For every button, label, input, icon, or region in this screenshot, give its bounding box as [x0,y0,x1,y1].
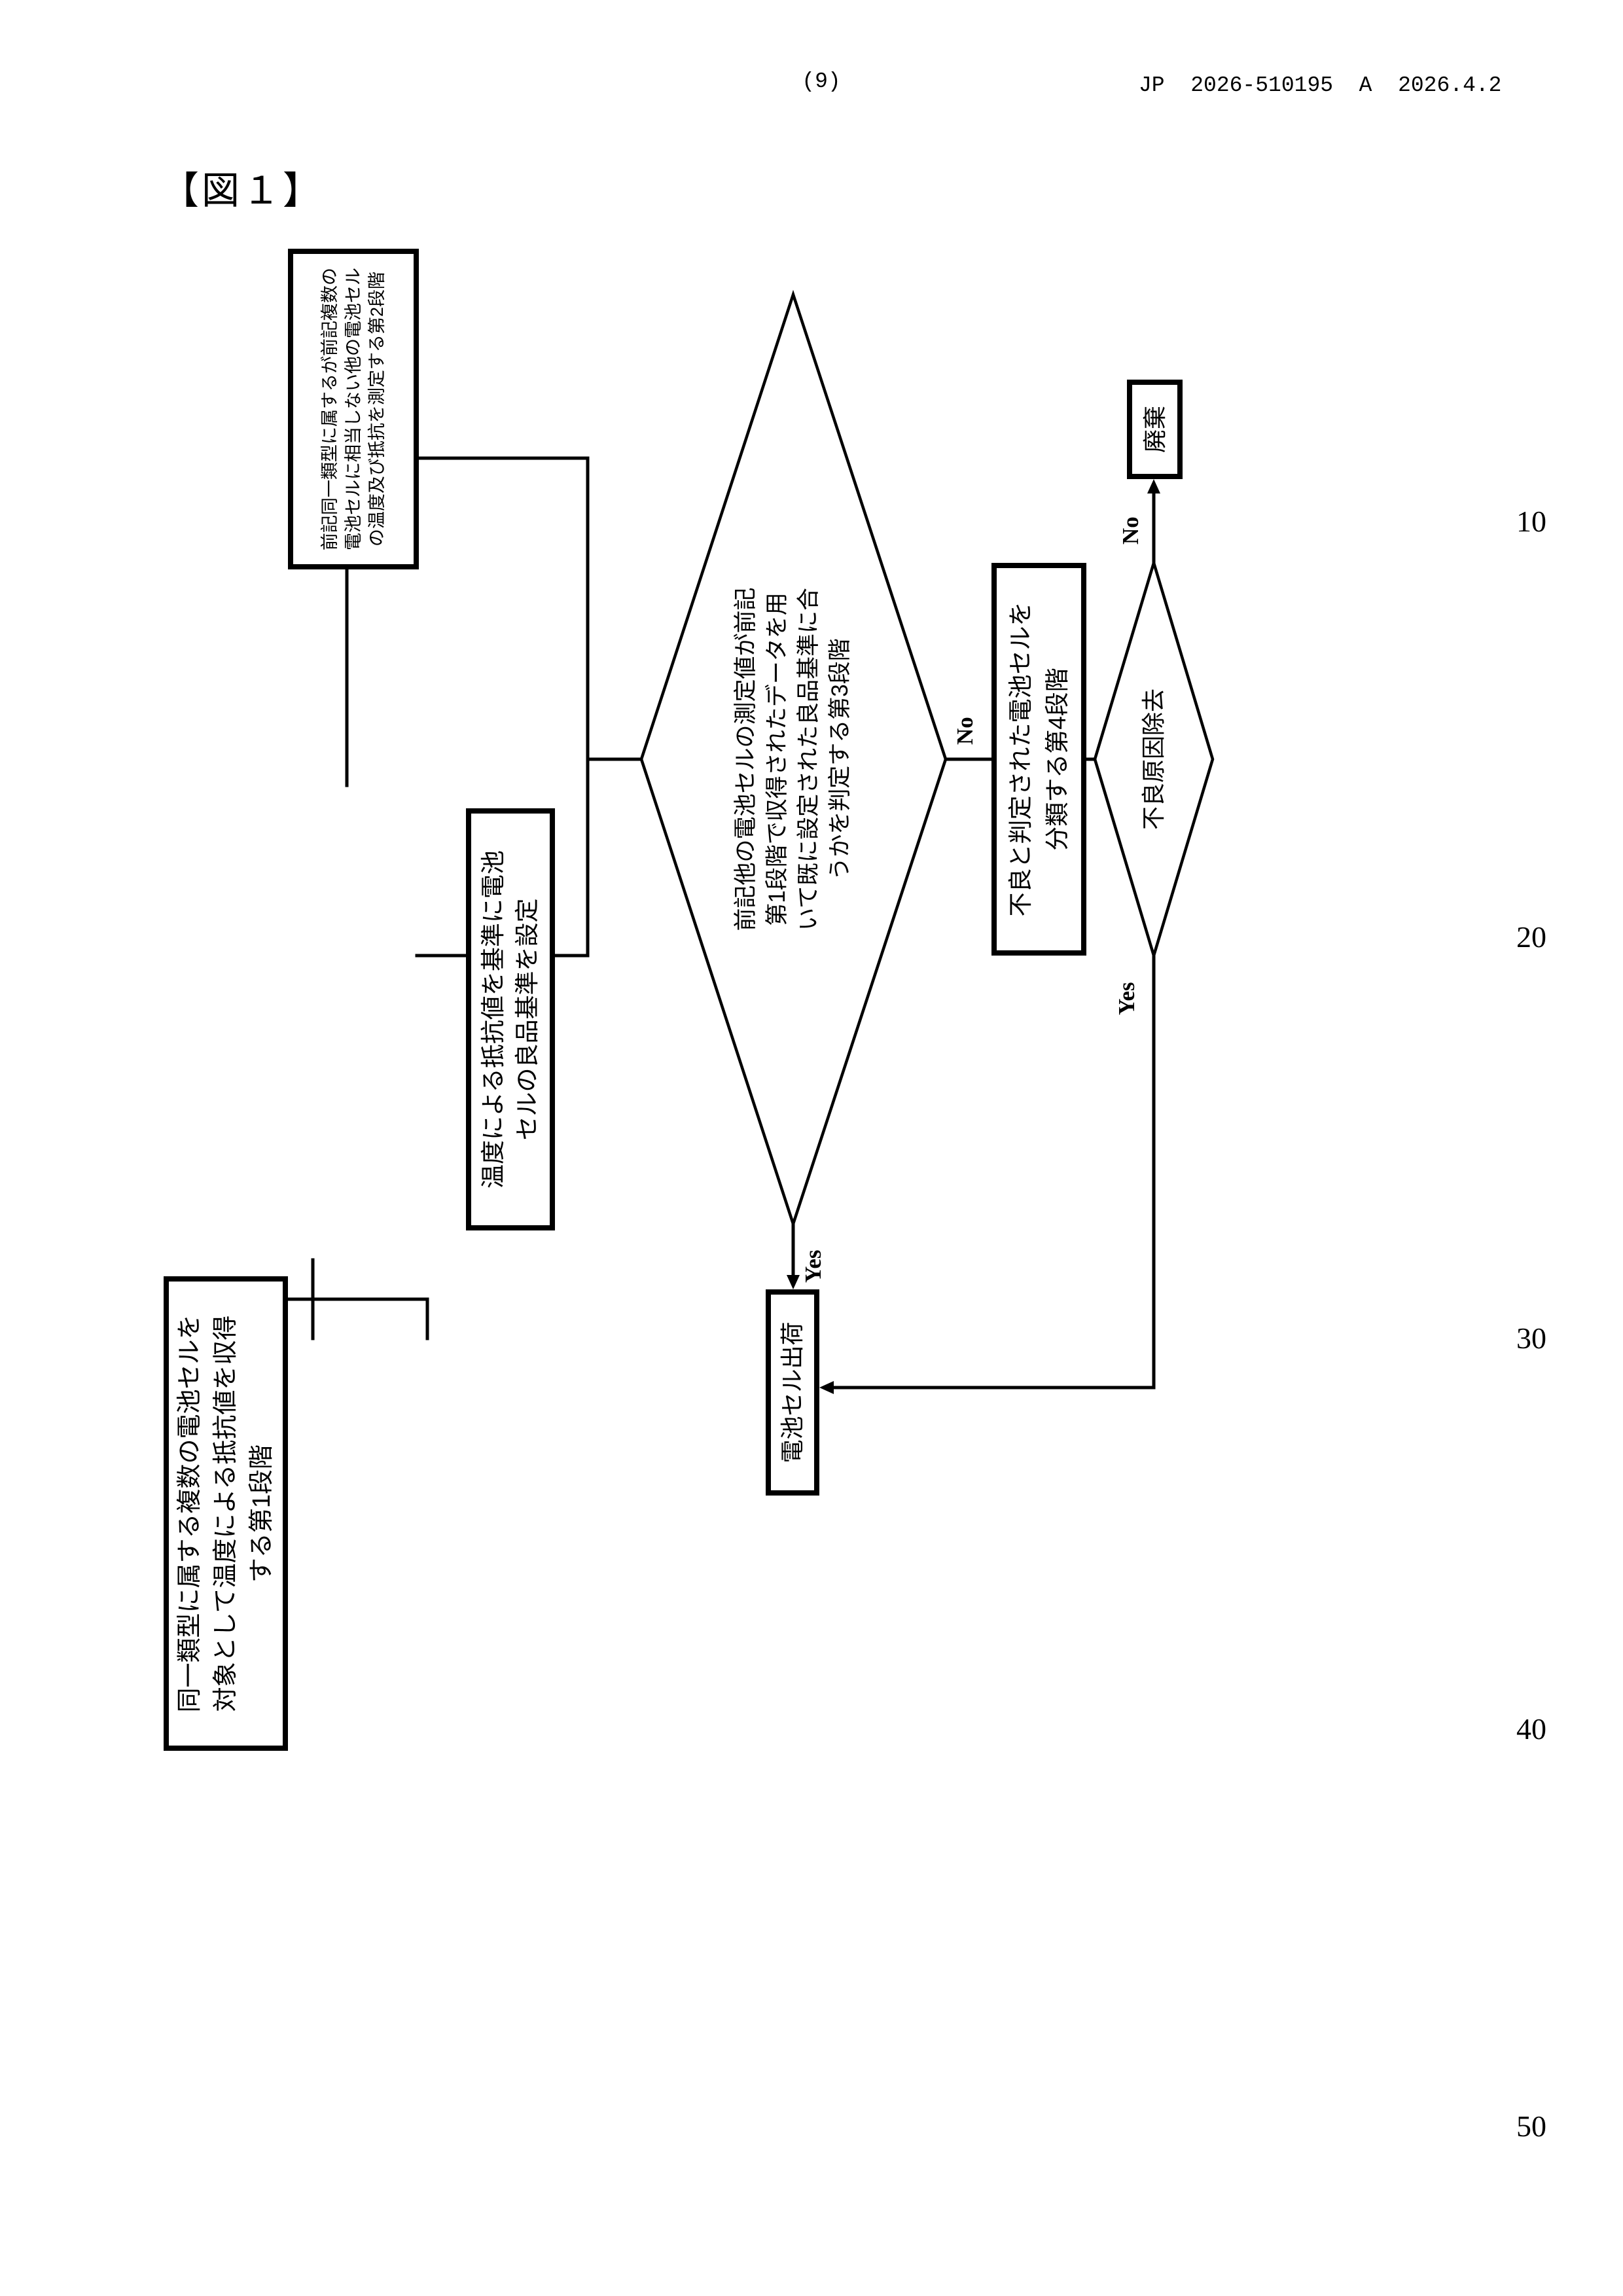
step1-line: する第1段階 [247,1444,276,1583]
defect-decision-line: 不良原因除去 [1140,689,1167,831]
process-box-set-standard: 温度による抵抗値を基準に電池 セルの良品基準を設定 [466,808,555,1230]
line-number-20: 20 [1516,920,1546,954]
step1-line: 対象として温度による抵抗値を収得 [211,1315,240,1712]
step3-line: いて既に設定された良品基準に合 [796,588,821,931]
terminal-box-discard: 廃棄 [1127,380,1183,479]
process-box-step1: 同一類型に属する複数の電池セルを 対象として温度による抵抗値を収得 する第1段階 [164,1276,288,1751]
step1-line: 同一類型に属する複数の電池セルを [175,1314,204,1713]
branch-label-step3-no: No [952,717,978,745]
step4-line: 分類する第4段階 [1043,668,1071,851]
arrowhead-icon [819,1381,834,1394]
step2-line: 電池セルに相当しない他の電池セル [344,268,363,550]
figure-label: 【図１】 [161,170,324,212]
line-number-30: 30 [1516,1321,1546,1355]
ship-line: 電池セル出荷 [779,1321,806,1463]
flowchart-canvas [197,289,1215,1394]
process-box-step2: 前記同一類型に属するが前記複数の 電池セルに相当しない他の電池セル の温度及び抵… [288,249,419,569]
set-standard-line: 温度による抵抗値を基準に電池 [480,850,507,1189]
discard-line: 廃棄 [1141,406,1168,454]
arrowhead-icon [787,1275,800,1289]
process-box-step4: 不良と判定された電池セルを 分類する第4段階 [991,563,1086,956]
branch-label-defect-yes: Yes [1114,982,1139,1015]
line-number-50: 50 [1516,2109,1546,2143]
page-number: (9) [802,69,841,94]
line-number-40: 40 [1516,1712,1546,1746]
decision-diamond-step3-outline [639,289,948,1229]
publication-number: JP 2026-510195 A 2026.4.2 [1139,73,1502,98]
figure-1-flowchart: 電池セルの活性化のために充 放電する第1―1段階 電池セルの温度を測定する第 1… [164,245,1257,1751]
step3-line: 第1段階で収得されたデータを用 [764,592,790,926]
branch-label-step3-yes: Yes [800,1249,826,1283]
terminal-box-ship: 電池セル出荷 [766,1289,819,1496]
step2-line: 前記同一類型に属するが前記複数の [320,268,340,550]
set-standard-line: セルの良品基準を設定 [514,898,541,1141]
line-number-10: 10 [1516,505,1546,538]
decision-step3-text: 前記他の電池セルの測定値が前記 第1段階で収得されたデータを用 いて既に設定され… [730,465,856,1054]
decision-diamond-defect-outline [1093,558,1215,961]
step3-line: うかを判定する第3段階 [827,638,853,880]
decision-defect-text: 不良原因除去 [1139,628,1168,890]
step2-line: の温度及び抵抗を測定する第2段階 [367,272,387,547]
step3-line: 前記他の電池セルの測定値が前記 [733,587,758,931]
arrowhead-icon [1147,479,1160,493]
branch-label-defect-no: No [1118,516,1143,545]
step4-line: 不良と判定された電池セルを [1007,601,1034,917]
